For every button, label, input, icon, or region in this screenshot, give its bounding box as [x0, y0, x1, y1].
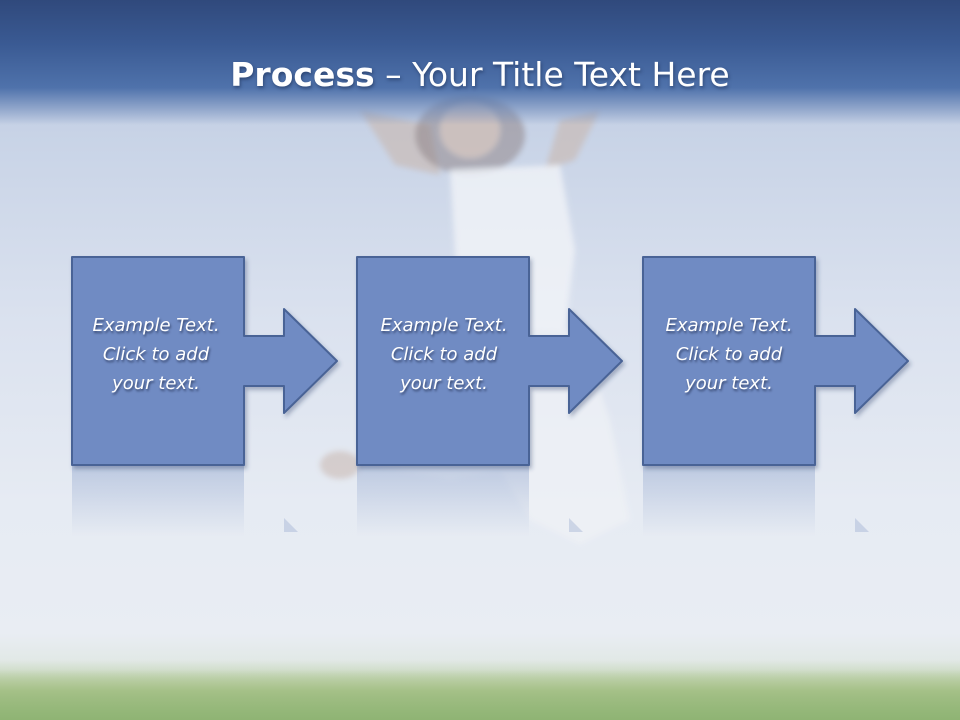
slide-title[interactable]: Process – Your Title Text Here — [0, 52, 960, 98]
process-step-3[interactable] — [642, 256, 909, 466]
step-3-text[interactable]: Example Text. Click to add your text. — [665, 315, 793, 394]
grass-strip — [0, 660, 960, 720]
step-2-text[interactable]: Example Text. Click to add your text. — [380, 315, 508, 394]
title-bold: Process — [230, 55, 375, 94]
process-step-1[interactable] — [71, 256, 338, 466]
process-step-2[interactable] — [356, 256, 623, 466]
reflections — [72, 466, 869, 536]
title-bar — [0, 0, 960, 125]
title-rest: – Your Title Text Here — [374, 55, 730, 94]
step-1-text[interactable]: Example Text. Click to add your text. — [92, 315, 220, 394]
